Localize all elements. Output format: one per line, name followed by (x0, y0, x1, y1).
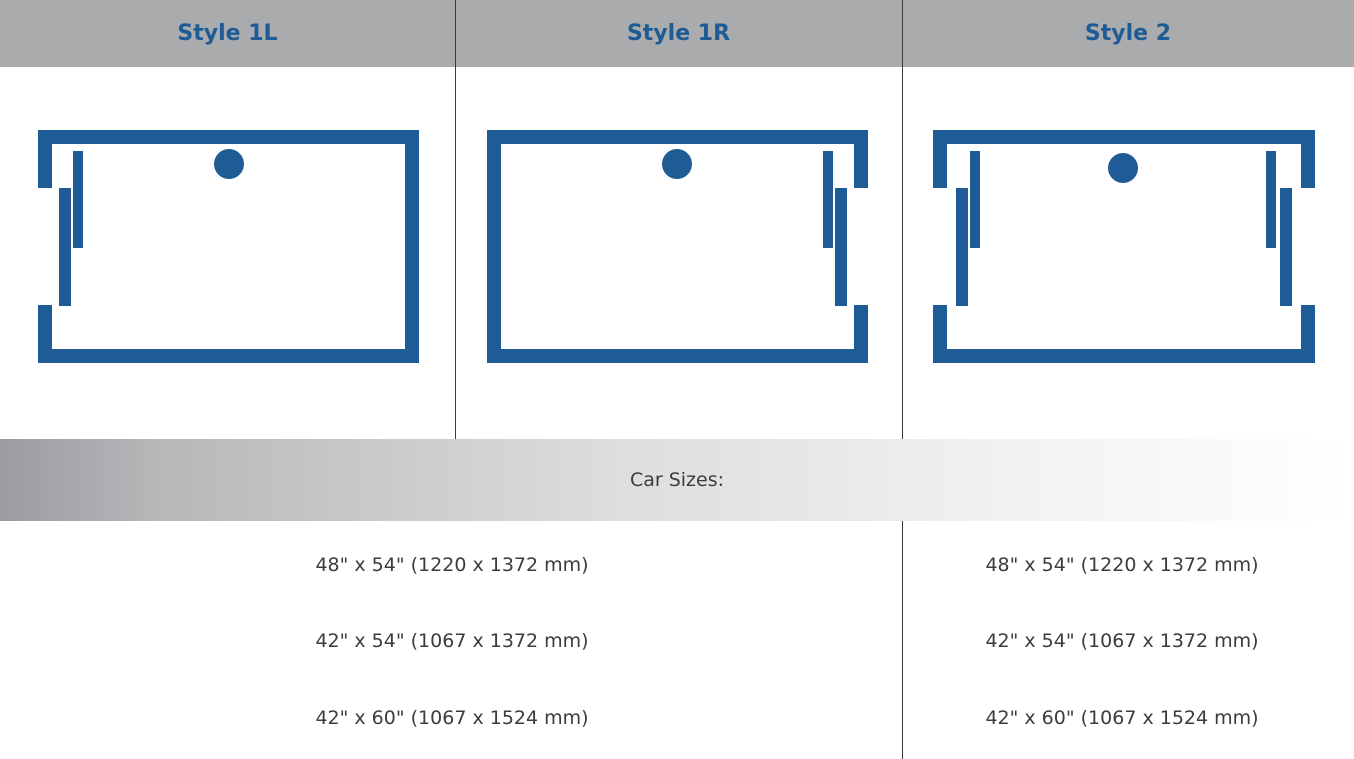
column-divider (902, 0, 903, 439)
column-divider (455, 0, 456, 439)
size-left-3: 42" x 60" (1067 x 1524 mm) (315, 707, 589, 729)
style-2-diagram (933, 130, 1315, 363)
car-sizes-label: Car Sizes: (629, 469, 725, 491)
size-left-1: 48" x 54" (1220 x 1372 mm) (315, 554, 589, 576)
style-1r-diagram (487, 130, 868, 363)
size-left-2: 42" x 54" (1067 x 1372 mm) (315, 630, 589, 652)
size-right-2: 42" x 54" (1067 x 1372 mm) (985, 630, 1259, 652)
style-1r-heading: Style 1R (626, 21, 731, 46)
size-right-1: 48" x 54" (1220 x 1372 mm) (985, 554, 1259, 576)
header-bar: Style 1L Style 1R Style 2 (0, 0, 1354, 67)
car-sizes-band: Car Sizes: (0, 439, 1354, 521)
size-right-3: 42" x 60" (1067 x 1524 mm) (985, 707, 1259, 729)
style-1l-heading: Style 1L (177, 21, 278, 46)
style-1l-diagram (38, 130, 419, 363)
car-diagrams (38, 130, 1315, 363)
column-divider (902, 521, 903, 759)
style-2-heading: Style 2 (1084, 21, 1172, 46)
